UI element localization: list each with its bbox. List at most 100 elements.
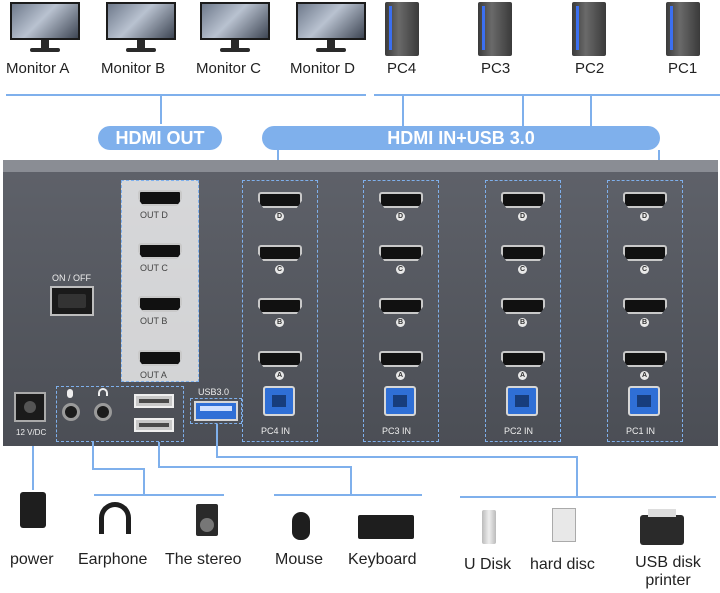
hdmi-in-usb-banner: HDMI IN+USB 3.0	[262, 126, 660, 150]
pc4-usb-b-port[interactable]	[263, 386, 295, 416]
pc3-a-marker: A	[396, 371, 405, 380]
power-switch-label: ON / OFF	[52, 273, 91, 283]
pc4-hdmi-a-port[interactable]	[258, 351, 302, 367]
microphone-icon	[67, 389, 73, 398]
usb3-peripherals-h	[460, 496, 716, 498]
pc4-drop	[402, 94, 404, 126]
hdmi-out-d-port[interactable]	[138, 190, 182, 206]
pc3-hdmi-d-port[interactable]	[379, 192, 423, 208]
pc1-b-marker: B	[640, 318, 649, 327]
pc4-hdmi-b-port[interactable]	[258, 298, 302, 314]
pc2-b-marker: B	[518, 318, 527, 327]
pc3-hdmi-c-port[interactable]	[379, 245, 423, 261]
audio-usb-group	[56, 386, 184, 442]
usb-printer-label: USB disk printer	[635, 554, 701, 589]
pc2-in-label: PC2 IN	[504, 426, 534, 436]
mouse-kb-h	[274, 494, 422, 496]
pc1-hdmi-c-port[interactable]	[623, 245, 667, 261]
microphone-jack[interactable]	[62, 403, 80, 421]
keyboard-icon	[358, 515, 414, 539]
audio-drop-1	[92, 442, 94, 468]
pc1-in-label: PC1 IN	[626, 426, 656, 436]
pc2-hdmi-a-port[interactable]	[501, 351, 545, 367]
pc1-input-group	[607, 180, 683, 442]
headphone-jack[interactable]	[94, 403, 112, 421]
usb3-drop	[216, 424, 218, 458]
pc4-hdmi-c-port[interactable]	[258, 245, 302, 261]
pc3-hdmi-a-port[interactable]	[379, 351, 423, 367]
pc1-hdmi-a-port[interactable]	[623, 351, 667, 367]
pc1-c-marker: C	[640, 265, 649, 274]
pc3-label: PC3	[481, 60, 511, 77]
hdmi-out-b-port[interactable]	[138, 296, 182, 312]
pc4-c-marker: C	[275, 265, 284, 274]
hdmi-out-banner: HDMI OUT	[98, 126, 222, 150]
hard-disc-icon	[552, 508, 576, 542]
earphone-label: Earphone	[78, 551, 148, 568]
pc2-d-marker: D	[518, 212, 527, 221]
usb-a-v	[350, 466, 352, 494]
pc1-tower-image	[666, 2, 700, 56]
pc4-in-label: PC4 IN	[261, 426, 291, 436]
pc1-hdmi-d-port[interactable]	[623, 192, 667, 208]
stereo-speaker-icon	[196, 504, 218, 536]
pc-bus-line	[374, 94, 720, 96]
u-disk-icon	[482, 510, 496, 544]
monitor-d-image	[296, 2, 366, 54]
pc2-input-group	[485, 180, 561, 442]
usb-a-port-top[interactable]	[134, 394, 174, 408]
hdmi-out-c-port[interactable]	[138, 243, 182, 259]
pc4-input-group	[242, 180, 318, 442]
audio-split-h	[94, 494, 224, 496]
keyboard-label: Keyboard	[348, 551, 417, 568]
monitor-d-label: Monitor D	[290, 60, 356, 77]
usb3-group	[190, 398, 242, 424]
pc3-b-marker: B	[396, 318, 405, 327]
usb3-v	[576, 456, 578, 498]
pc1-usb-b-port[interactable]	[628, 386, 660, 416]
pc4-label: PC4	[387, 60, 417, 77]
usb3-port[interactable]	[194, 401, 238, 421]
pc2-tower-image	[572, 2, 606, 56]
pc1-a-marker: A	[640, 371, 649, 380]
hdmi-out-c-label: OUT C	[140, 263, 168, 273]
power-switch[interactable]	[50, 286, 94, 316]
printer-icon	[640, 509, 684, 545]
pc3-usb-b-port[interactable]	[384, 386, 416, 416]
monitor-bus-line	[6, 94, 366, 96]
pc2-hdmi-d-port[interactable]	[501, 192, 545, 208]
pc1-hdmi-b-port[interactable]	[623, 298, 667, 314]
dc-power-jack[interactable]	[14, 392, 46, 422]
headphone-icon	[98, 388, 108, 396]
power-drop	[32, 446, 34, 490]
power-adapter-icon	[20, 492, 46, 528]
pc3-hdmi-b-port[interactable]	[379, 298, 423, 314]
pc4-b-marker: B	[275, 318, 284, 327]
hdmi-out-a-label: OUT A	[140, 370, 167, 380]
pc3-d-marker: D	[396, 212, 405, 221]
usb3-h	[216, 456, 578, 458]
pc2-hdmi-b-port[interactable]	[501, 298, 545, 314]
earphone-icon	[99, 502, 131, 534]
hdmi-out-group	[121, 180, 199, 382]
hdmi-out-a-port[interactable]	[138, 350, 182, 366]
pc2-a-marker: A	[518, 371, 527, 380]
monitor-c-image	[200, 2, 270, 54]
pc2-label: PC2	[575, 60, 605, 77]
usb-a-drop	[158, 442, 160, 468]
pc4-hdmi-d-port[interactable]	[258, 192, 302, 208]
pc2-usb-b-port[interactable]	[506, 386, 538, 416]
pc4-d-marker: D	[275, 212, 284, 221]
hdmi-out-drop	[160, 94, 162, 124]
monitor-a-label: Monitor A	[6, 60, 70, 77]
pc3-input-group	[363, 180, 439, 442]
usb-a-port-bottom[interactable]	[134, 418, 174, 432]
pc4-a-marker: A	[275, 371, 284, 380]
monitor-a-image	[10, 2, 80, 54]
pc3-c-marker: C	[396, 265, 405, 274]
pc2-hdmi-c-port[interactable]	[501, 245, 545, 261]
mouse-label: Mouse	[275, 551, 324, 568]
audio-drop-2	[92, 468, 144, 470]
pc3-tower-image	[478, 2, 512, 56]
dc-label: 12 V/DC	[16, 428, 47, 437]
